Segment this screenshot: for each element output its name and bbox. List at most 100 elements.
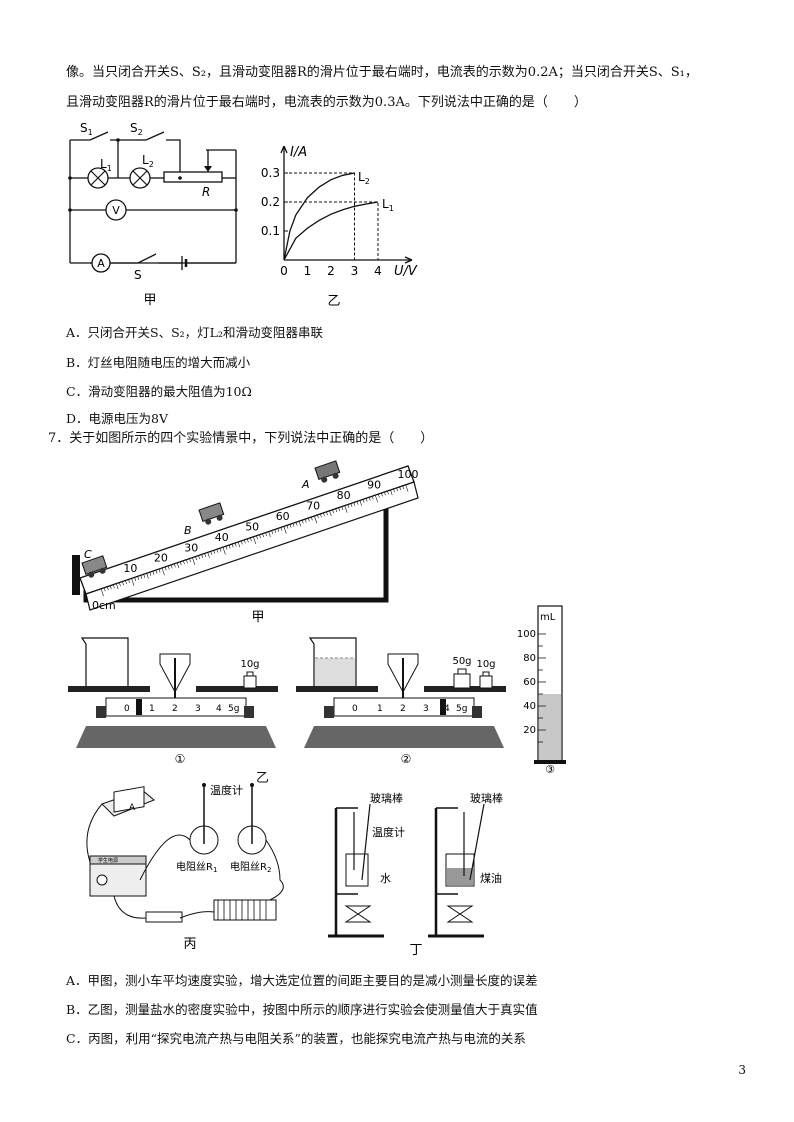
ruler-tick (115, 583, 119, 590)
ruler-tick (362, 498, 365, 503)
ruler-tick (353, 501, 356, 506)
y-tick-0.3: 0.3 (261, 166, 280, 180)
svg-text:③: ③ (545, 763, 555, 776)
ruler-tick (164, 566, 167, 571)
ruler-tick (240, 540, 243, 545)
q6-option-d: D．电源电压为8V (66, 411, 169, 426)
q6-option-b: B．灯丝电阻随电压的增大而减小 (66, 355, 251, 370)
svg-text:L1: L1 (100, 157, 112, 173)
ruler-tick (170, 564, 173, 569)
ruler-tick (128, 579, 130, 584)
battery (181, 256, 236, 270)
ruler-tick (310, 516, 313, 521)
guide-line-1 (284, 201, 379, 260)
svg-text:B: B (184, 524, 192, 537)
ruler-tick (390, 489, 393, 496)
ruler-tick (393, 488, 395, 493)
intro-line-2: 且滑动变阻器R的滑片位于最右端时，电流表的示数为0.3A。下列说法中正确的是（ … (66, 95, 587, 110)
ruler-tick (295, 521, 298, 526)
cart-b (198, 502, 225, 525)
ruler-tick (103, 587, 106, 592)
ruler-tick (377, 493, 380, 498)
ruler-tick (231, 543, 234, 548)
svg-text:80: 80 (523, 653, 536, 664)
ruler-label-40: 40 (215, 531, 229, 544)
ruler-tick (216, 548, 219, 553)
ruler-tick (198, 555, 200, 560)
ruler-zero: 0cm (92, 599, 116, 612)
ruler-tick (265, 532, 267, 537)
ruler-tick (252, 536, 257, 545)
balance-caption: 乙 (256, 771, 270, 786)
ruler-tick (243, 539, 246, 544)
ruler-tick (356, 500, 359, 505)
ruler-tick (210, 550, 213, 555)
ruler-tick (112, 584, 115, 589)
ruler-label-60: 60 (276, 510, 290, 523)
ruler-tick (304, 518, 307, 523)
ruler-tick (125, 580, 127, 585)
ruler-tick (152, 570, 155, 575)
svg-text:0: 0 (352, 704, 358, 714)
svg-text:温度计: 温度计 (210, 783, 243, 797)
ruler-tick (329, 510, 332, 517)
svg-text:学生电源: 学生电源 (98, 857, 118, 864)
voltmeter: V (105, 199, 127, 221)
ruler-tick (268, 531, 271, 537)
ruler-label-90: 90 (367, 479, 381, 492)
ruler-tick (249, 537, 252, 542)
curve-label-l1: L1 (382, 197, 394, 213)
ruler-tick (313, 515, 318, 524)
ruler-tick (298, 520, 302, 527)
x-tick-3: 3 (351, 264, 359, 278)
ruler-tick (396, 487, 398, 492)
ruler-label-100: 100 (398, 468, 419, 481)
ruler-tick (341, 506, 344, 510)
ruler-tick (307, 517, 310, 522)
ruler-tick (344, 505, 348, 513)
svg-text:电阻丝R1: 电阻丝R1 (176, 860, 217, 874)
ruler-tick (134, 577, 137, 581)
ruler-tick (225, 545, 228, 550)
svg-text:①: ① (175, 752, 186, 766)
svg-text:A: A (129, 803, 136, 813)
svg-text:40: 40 (523, 701, 536, 712)
svg-text:4: 4 (444, 704, 450, 714)
ruler-tick (323, 512, 325, 517)
x-tick-4: 4 (374, 264, 382, 278)
graduated-cylinder: mL 100 80 60 40 20 ③ (517, 605, 566, 776)
ruler-tick (286, 524, 289, 529)
ruler-tick (277, 527, 280, 532)
x-axis-label: U/V (394, 264, 418, 279)
ruler-tick (185, 559, 188, 564)
ruler-tick (149, 571, 152, 576)
svg-text:煤油: 煤油 (480, 871, 502, 885)
ruler-tick (338, 507, 341, 512)
ruler-tick (402, 485, 405, 490)
balance-2: 50g 10g 0 1 2 3 4 5g ② (296, 637, 506, 766)
ruler-tick (100, 588, 104, 597)
ruler-tick (158, 568, 161, 573)
ruler-tick (234, 542, 237, 547)
ruler-tick (374, 494, 378, 503)
ruler-tick (368, 496, 371, 501)
ruler-tick (319, 513, 322, 518)
svg-text:S: S (134, 268, 142, 282)
svg-text:50g: 50g (452, 656, 471, 667)
q7-option-b: B．乙图，测量盐水的密度实验中，按图中所示的顺序进行实验会使测量值大于真实值 (66, 1002, 538, 1017)
ruler-tick (140, 574, 143, 579)
ruler-tick (271, 530, 274, 534)
ruler-tick (118, 582, 121, 587)
guide-lines (284, 172, 379, 260)
lamp-l2 (129, 167, 151, 189)
q6-option-a: A．只闭合开关S、S₂，灯L₂和滑动变阻器串联 (66, 325, 323, 340)
ruler-tick (335, 508, 338, 513)
svg-text:1: 1 (377, 704, 383, 714)
svg-text:L2: L2 (142, 153, 154, 169)
ruler-label-50: 50 (245, 520, 259, 533)
ruler-tick (204, 553, 207, 557)
ruler-tick (173, 563, 176, 568)
